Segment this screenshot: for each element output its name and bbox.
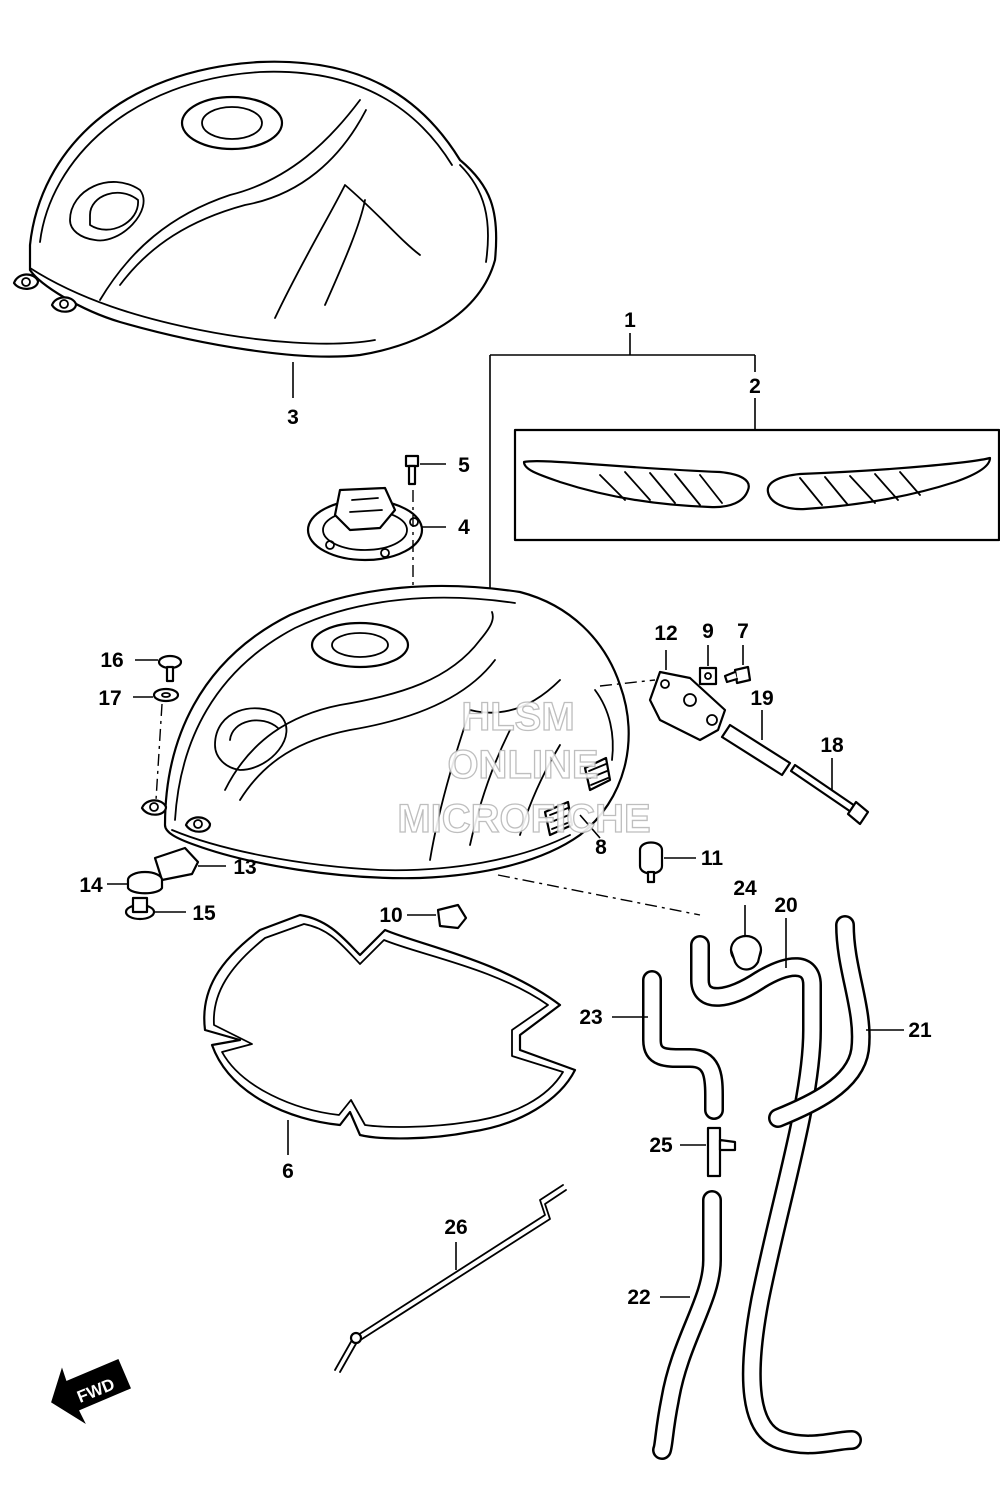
callout-17: 17 [98,687,121,710]
tank-seal [203,913,577,1140]
nut-9 [698,666,718,686]
cushion-14 [126,870,164,895]
watermark-line2: ONLINE [447,743,598,787]
callout-24: 24 [733,877,757,900]
callout-10: 10 [379,904,402,927]
callout-20: 20 [774,894,797,917]
callout-21: 21 [908,1019,932,1042]
callout-9: 9 [702,620,714,643]
callout-16: 16 [100,649,123,672]
callout-19: 19 [750,687,773,710]
bracket-12 [648,670,727,742]
watermark-line1: HLSM [461,695,574,739]
callout-22: 22 [627,1286,650,1309]
joint-25 [706,1126,737,1178]
callout-7: 7 [737,620,749,643]
callout-5: 5 [458,454,470,477]
hose-20 [690,935,862,1455]
hose-21 [768,915,871,1128]
callout-25: 25 [649,1134,673,1157]
rod-26 [334,1184,567,1373]
tank-pads [522,456,992,511]
callout-1: 1 [624,309,636,332]
callout-2: 2 [749,375,761,398]
washer-17 [152,687,180,703]
watermark-line3: MICROFICHE [397,797,650,841]
callout-12: 12 [654,622,677,645]
fuel-tank [140,584,630,880]
callout-23: 23 [579,1006,602,1029]
callout-4: 4 [458,516,470,539]
bolt-16 [157,654,183,683]
screw [404,454,420,486]
callout-labels: 1 2 3 4 5 6 7 8 9 10 11 12 13 14 15 16 1… [79,309,932,1309]
callout-15: 15 [192,902,216,925]
tank-cover [12,60,498,358]
callout-11: 11 [701,847,724,870]
hose-22 [652,1190,722,1460]
fwd-arrow-icon: FWD [51,1359,131,1425]
bolt-7 [723,665,752,685]
bolt-18 [789,763,870,826]
fuel-cap [306,486,424,562]
callout-3: 3 [287,406,299,429]
callout-8: 8 [595,836,607,859]
spacer-19 [720,723,792,777]
hose-23 [642,970,724,1120]
grommet-11 [638,841,664,884]
cap-24 [729,934,763,971]
callout-13: 13 [233,856,256,879]
callout-6: 6 [282,1160,294,1183]
watermark: HLSM ONLINE MICROFICHE [397,694,652,841]
callout-26: 26 [444,1216,467,1239]
collar-15 [124,896,156,921]
callout-14: 14 [79,874,103,897]
callout-18: 18 [820,734,844,757]
bracket-13 [153,846,200,882]
clip-10 [436,903,468,930]
